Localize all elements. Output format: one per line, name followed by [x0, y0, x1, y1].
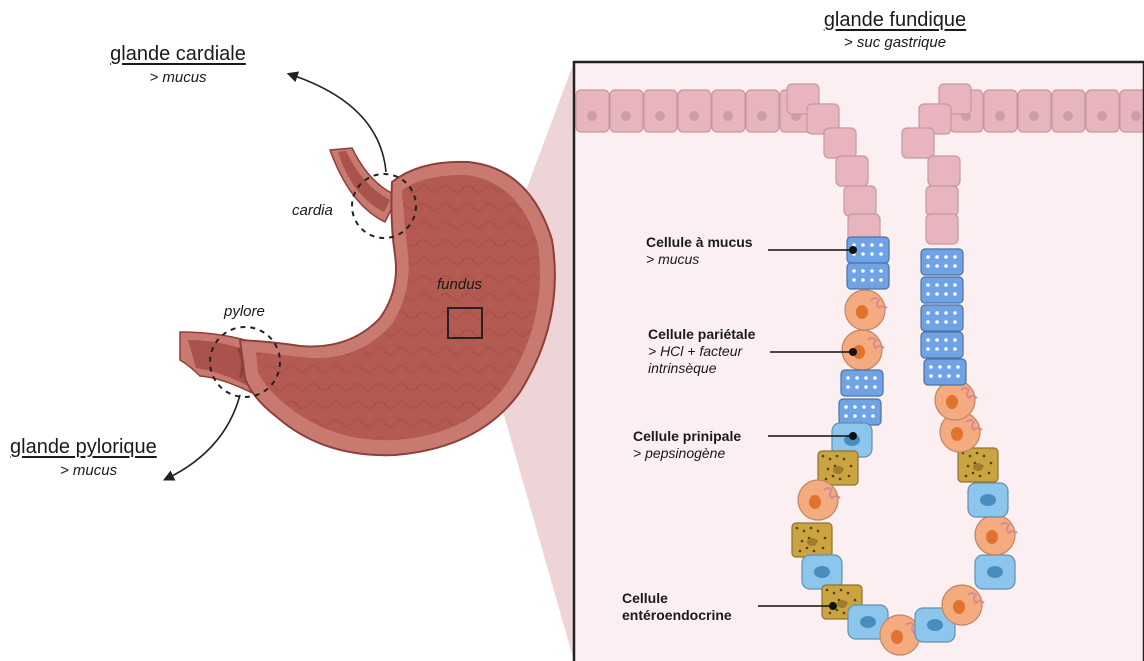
label-cellule-principale: Cellule prinipale > pepsinogène	[633, 428, 741, 462]
surface-epithelial-cell	[926, 214, 958, 244]
entero-cell	[818, 451, 858, 485]
surface-epithelial-cell	[1018, 90, 1051, 132]
title-glande-pylorique: glande pylorique	[10, 436, 157, 459]
chief-cell	[802, 555, 842, 589]
surface-epithelial-cell	[746, 90, 779, 132]
mucous-cell	[841, 370, 883, 396]
mucous-cell	[921, 249, 963, 275]
chief-cell	[968, 483, 1008, 517]
label-cellule-enteroendocrine: Cellule entéroendocrine	[622, 590, 732, 624]
pylore-arrow	[168, 395, 240, 478]
mucous-cell	[839, 399, 881, 425]
mucous-cell	[921, 332, 963, 358]
surface-epithelial-cell	[610, 90, 643, 132]
surface-epithelial-cell	[678, 90, 711, 132]
surface-epithelial-cell	[1120, 90, 1144, 132]
label-cardia: cardia	[292, 202, 333, 219]
title-glande-fundique: glande fundique	[820, 9, 970, 32]
mucous-cell	[924, 359, 966, 385]
surface-epithelial-cell	[824, 128, 856, 158]
label-cellule-mucus: Cellule à mucus > mucus	[646, 234, 753, 268]
label-pylore: pylore	[224, 303, 265, 320]
entero-cell	[958, 448, 998, 482]
surface-epithelial-cell	[844, 186, 876, 216]
surface-epithelial-cell	[1086, 90, 1119, 132]
function-glande-pylorique: > mucus	[60, 462, 117, 479]
chief-cell	[975, 555, 1015, 589]
surface-epithelial-cell	[712, 90, 745, 132]
surface-epithelial-cell	[836, 156, 868, 186]
entero-cell	[792, 523, 832, 557]
surface-epithelial-cell	[576, 90, 609, 132]
surface-epithelial-cell	[926, 186, 958, 216]
mucous-cell	[847, 263, 889, 289]
label-fundus: fundus	[437, 276, 482, 293]
surface-epithelial-cell	[928, 156, 960, 186]
title-glande-cardiale: glande cardiale	[98, 43, 258, 66]
mucous-cell	[921, 277, 963, 303]
function-glande-fundique: > suc gastrique	[805, 34, 985, 51]
function-glande-cardiale: > mucus	[98, 69, 258, 86]
stomach-illustration	[180, 148, 555, 455]
surface-epithelial-cell	[984, 90, 1017, 132]
surface-epithelial-cell	[902, 128, 934, 158]
mucous-cell	[921, 305, 963, 331]
label-cellule-parietale: Cellule pariétale > HCl + facteur intrin…	[648, 326, 755, 377]
surface-epithelial-cell	[644, 90, 677, 132]
surface-epithelial-cell	[1052, 90, 1085, 132]
